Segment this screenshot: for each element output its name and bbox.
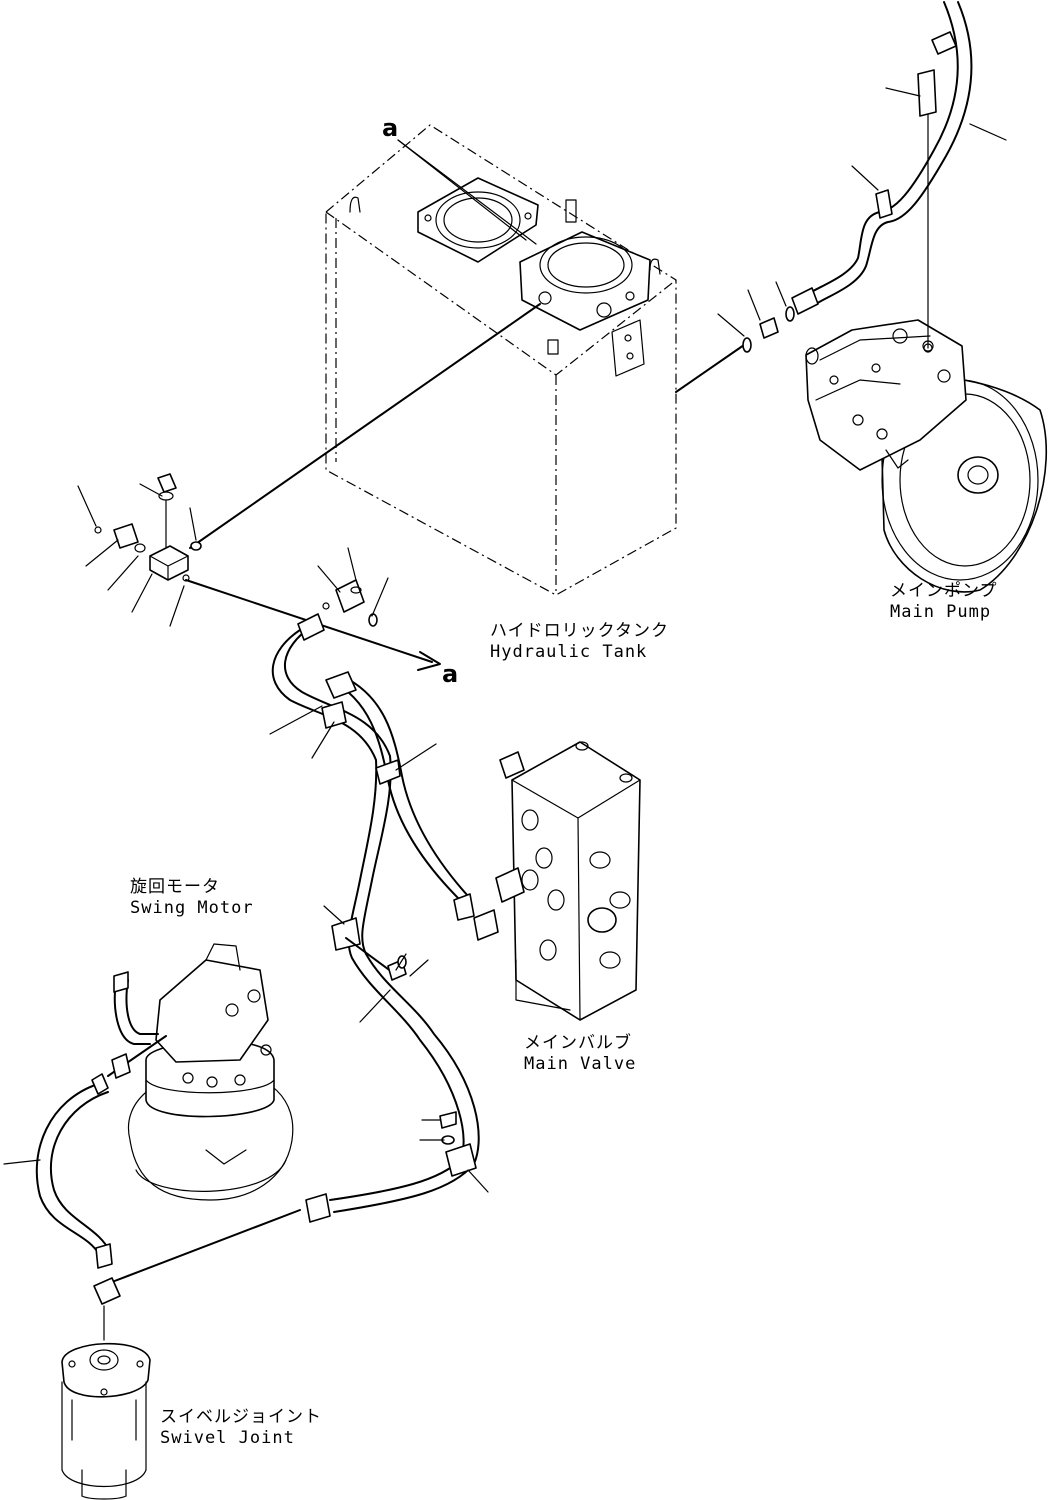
hydraulic-tank (325, 124, 677, 596)
hydraulic-tank-label-jp: ハイドロリックタンク (490, 621, 669, 641)
arrow-head-a (417, 651, 441, 671)
main-hose-routing (111, 613, 499, 1283)
main-pump-label-jp: メインポンプ (890, 581, 998, 601)
drain-block (77, 473, 202, 627)
main-pump (805, 319, 1048, 593)
elbow-fitting (317, 547, 389, 627)
swivel-joint-label-en: Swivel Joint (160, 1428, 295, 1448)
swing-motor (127, 943, 294, 1201)
ref-a-leader-2 (397, 139, 527, 241)
reference-mark-a-top: a (382, 114, 399, 142)
drain-line-pump (675, 344, 745, 393)
main-valve-label-en: Main Valve (524, 1054, 637, 1074)
reference-mark-a-arrow: a (442, 660, 459, 688)
main-pump-label-en: Main Pump (890, 602, 992, 622)
main-valve-label-jp: メインバルブ (524, 1033, 632, 1053)
swing-motor-label-jp: 旋回モータ (130, 877, 220, 897)
hydraulic-tank-label-en: Hydraulic Tank (490, 642, 648, 662)
drain-line-to-tank (189, 303, 541, 549)
swivel-joint (61, 1277, 151, 1500)
pump-suction-hose (717, 1, 1007, 353)
swing-motor-label-en: Swing Motor (130, 898, 254, 918)
main-valve-label: メインバルブ Main Valve (524, 1033, 636, 1075)
swing-motor-label: 旋回モータ Swing Motor (130, 877, 254, 919)
main-valve (495, 741, 641, 1021)
swivel-joint-label-jp: スイベルジョイント (160, 1407, 322, 1427)
hydraulic-tank-label: ハイドロリックタンク Hydraulic Tank (490, 621, 669, 663)
main-pump-label: メインポンプ Main Pump (890, 581, 998, 623)
swing-motor-hoses (3, 971, 167, 1269)
swivel-joint-label: スイベルジョイント Swivel Joint (160, 1407, 322, 1449)
